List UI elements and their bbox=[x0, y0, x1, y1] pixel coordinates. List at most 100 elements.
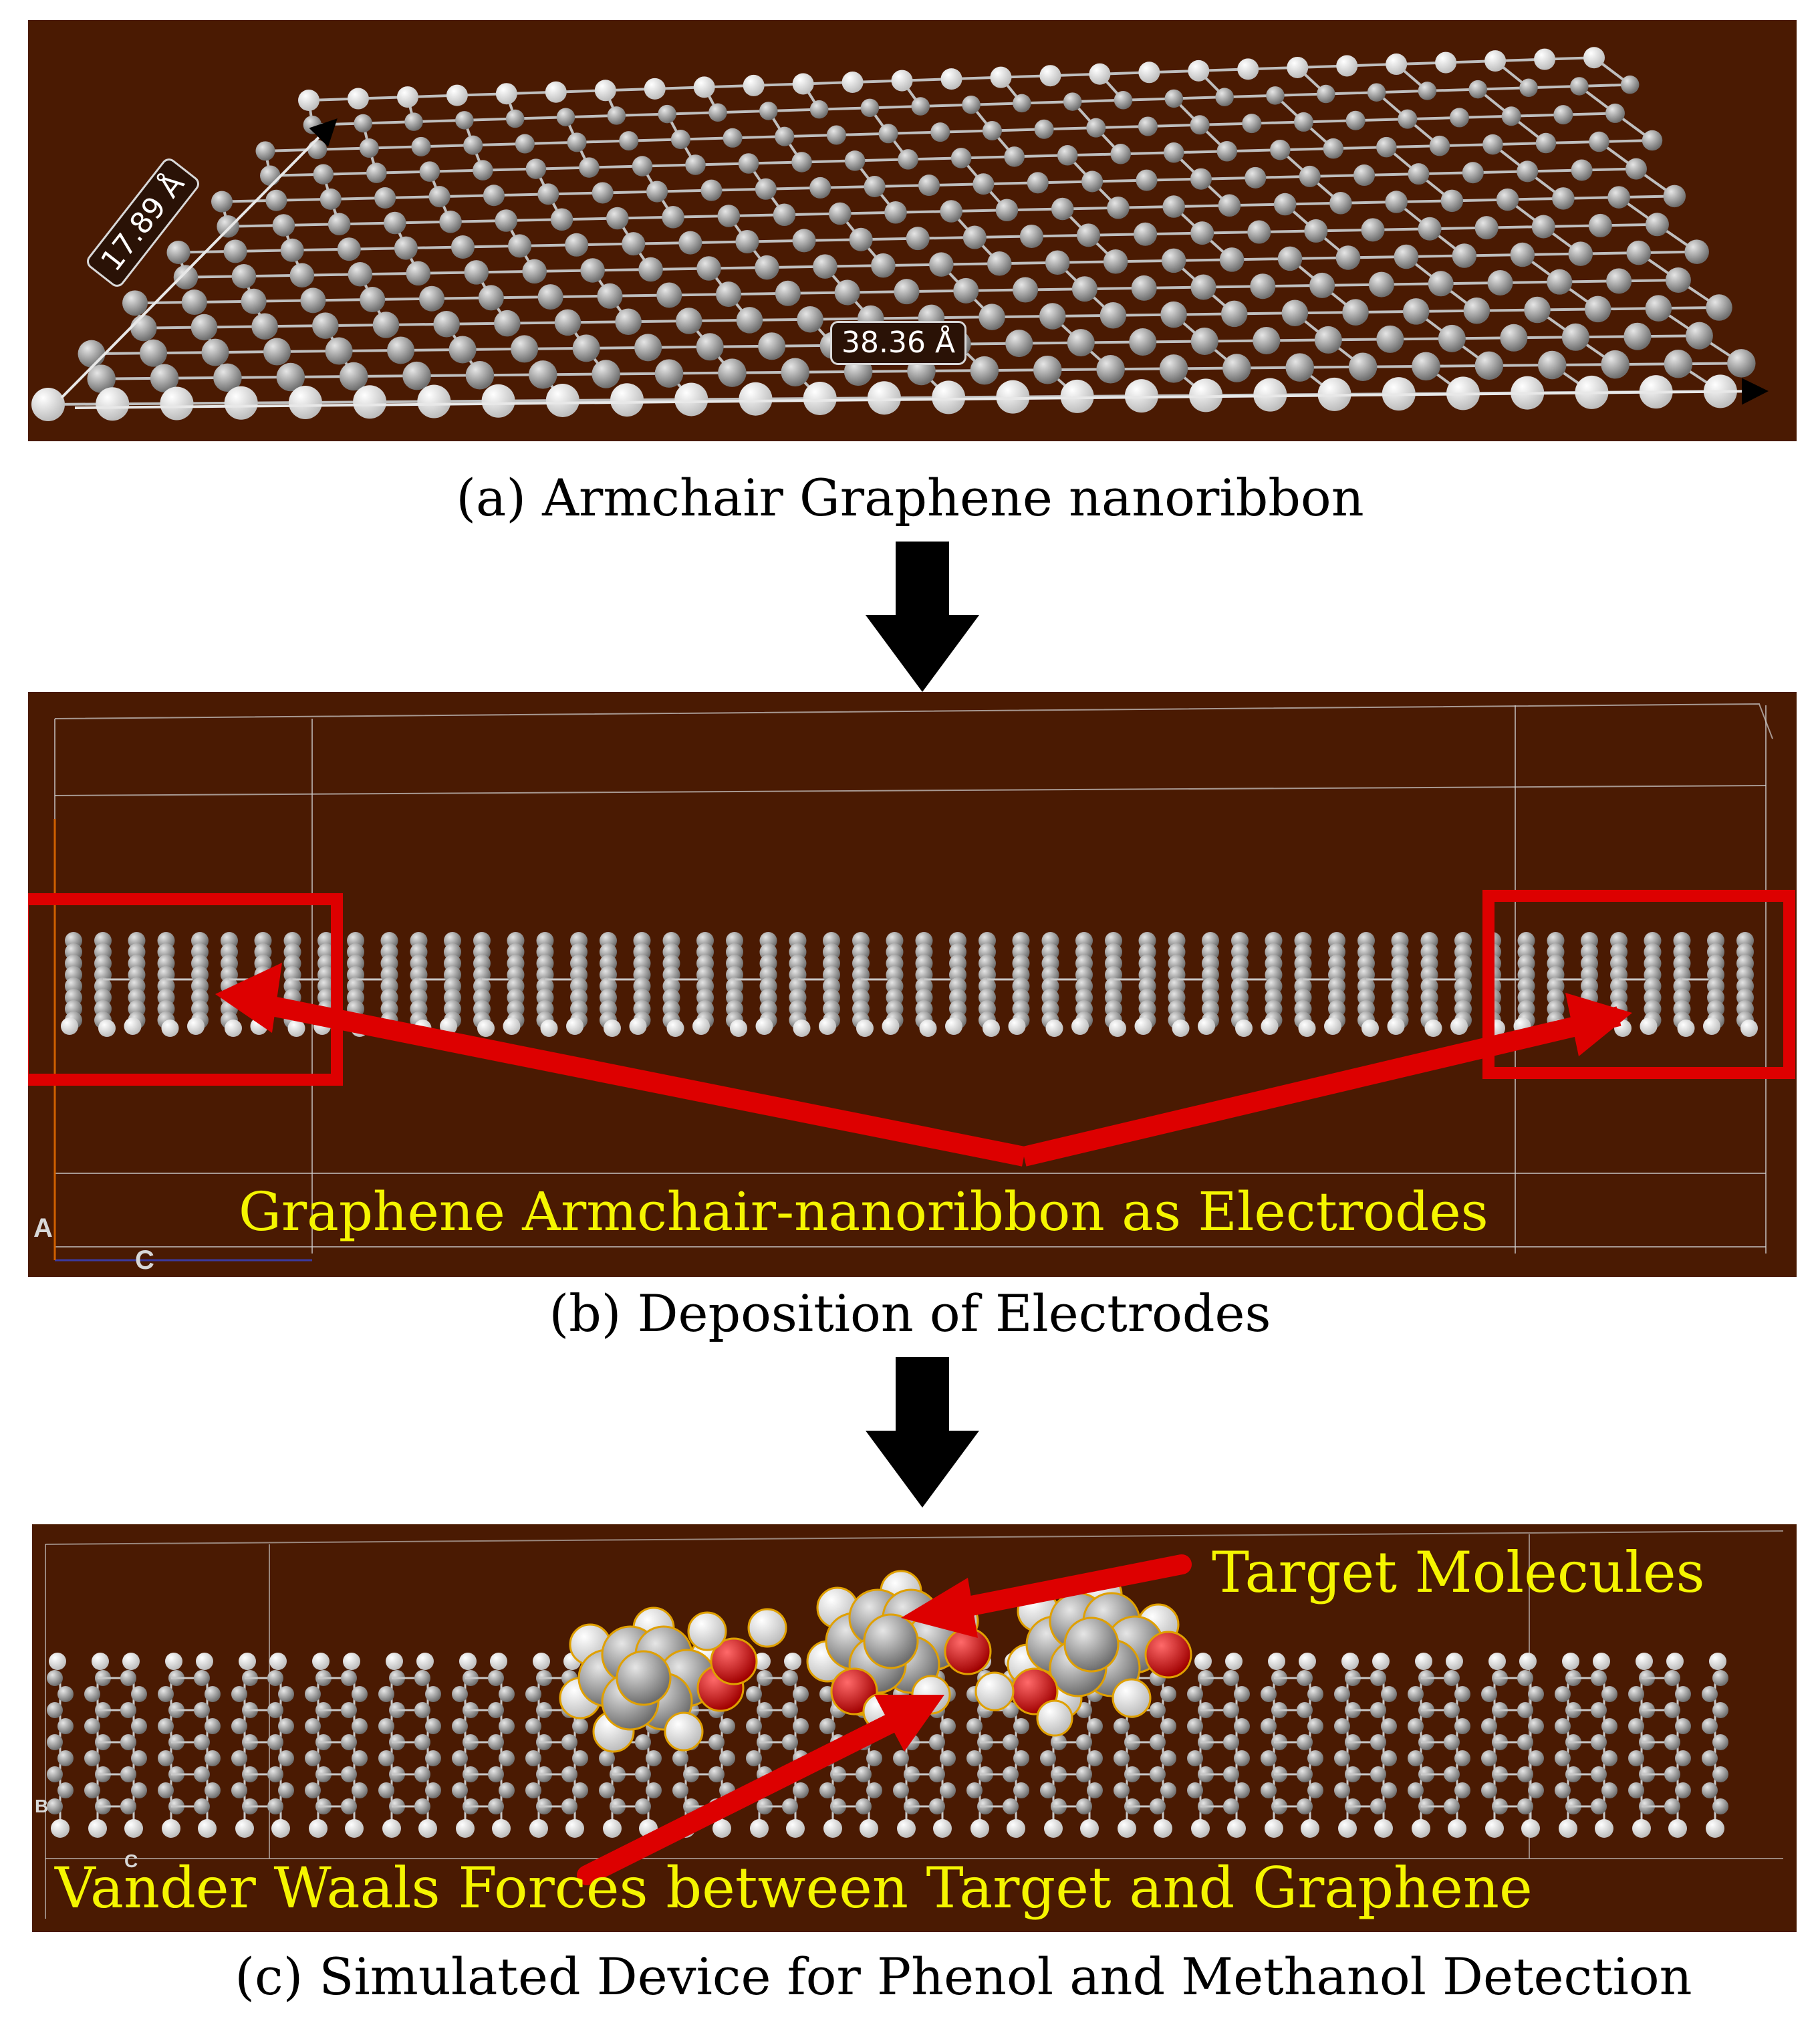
carbon-atom bbox=[84, 1750, 100, 1766]
carbon-atom bbox=[411, 136, 431, 156]
carbon-atom bbox=[970, 356, 999, 385]
carbon-atom bbox=[194, 1798, 210, 1814]
carbon-atom bbox=[1033, 355, 1062, 384]
hydrogen-atom bbox=[1372, 1653, 1390, 1670]
carbon-atom bbox=[1138, 116, 1158, 136]
carbon-atom bbox=[255, 141, 275, 161]
carbon-atom bbox=[1242, 114, 1262, 134]
carbon-atom bbox=[131, 1686, 147, 1702]
hydrogen-atom bbox=[477, 1020, 495, 1037]
carbon-atom bbox=[1218, 194, 1241, 217]
hydrogen-atom bbox=[1268, 1653, 1285, 1670]
carbon-atom bbox=[1261, 1750, 1277, 1766]
carbon-atom bbox=[580, 258, 605, 283]
carbon-atom bbox=[962, 95, 981, 114]
carbon-atom bbox=[809, 176, 831, 199]
carbon-atom bbox=[1601, 1718, 1617, 1734]
carbon-atom bbox=[1645, 213, 1669, 237]
carbon-atom bbox=[1607, 186, 1630, 209]
hydrogen-atom bbox=[492, 1819, 511, 1838]
carbon-atom bbox=[719, 1750, 735, 1766]
hydrogen-atom bbox=[1361, 1020, 1379, 1037]
hydrogen-atom bbox=[345, 1819, 364, 1838]
hydrogen-atom bbox=[1071, 1018, 1089, 1035]
molecule-hydrogen-atom bbox=[1036, 1699, 1073, 1737]
carbon-atom bbox=[592, 360, 620, 388]
carbon-atom bbox=[452, 1782, 468, 1798]
carbon-atom bbox=[1444, 1702, 1460, 1718]
carbon-atom bbox=[1418, 82, 1437, 100]
carbon-atom bbox=[579, 157, 600, 178]
carbon-atom bbox=[1057, 145, 1078, 166]
carbon-atom bbox=[1129, 328, 1157, 356]
hydrogen-atom bbox=[540, 1020, 558, 1037]
hydrogen-atom bbox=[1593, 1653, 1610, 1670]
hydrogen-atom bbox=[1448, 1819, 1466, 1838]
carbon-atom bbox=[1712, 1766, 1728, 1782]
carbon-atom bbox=[793, 1686, 809, 1702]
hydrogen-atom bbox=[1080, 1819, 1099, 1838]
carbon-atom bbox=[792, 229, 816, 253]
carbon-atom bbox=[150, 364, 179, 392]
carbon-atom bbox=[1220, 300, 1248, 328]
carbon-atom bbox=[962, 225, 987, 249]
carbon-atom bbox=[1342, 299, 1369, 326]
carbon-atom bbox=[374, 187, 396, 209]
hydrogen-atom bbox=[919, 1020, 937, 1037]
carbon-atom bbox=[1099, 302, 1127, 329]
carbon-atom bbox=[1712, 1734, 1728, 1750]
hydrogen-atom bbox=[1060, 379, 1094, 413]
carbon-atom bbox=[1187, 1686, 1203, 1702]
molecule-oxygen-atom bbox=[710, 1637, 758, 1685]
hydrogen-atom bbox=[495, 83, 517, 105]
hydrogen-atom bbox=[533, 1653, 550, 1670]
hydrogen-atom bbox=[124, 1819, 143, 1838]
carbon-atom bbox=[1444, 1798, 1460, 1814]
hydrogen-atom bbox=[1089, 63, 1111, 85]
carbon-atom bbox=[635, 1766, 651, 1782]
carbon-atom bbox=[305, 1782, 321, 1798]
carbon-atom bbox=[278, 1686, 294, 1702]
carbon-atom bbox=[1110, 144, 1131, 164]
target-molecules-label: Target Molecules bbox=[1212, 1540, 1705, 1605]
hydrogen-atom bbox=[712, 1819, 731, 1838]
hydrogen-atom bbox=[1299, 1653, 1316, 1670]
carbon-atom bbox=[158, 1782, 174, 1798]
hydrogen-atom bbox=[225, 1020, 242, 1037]
carbon-atom bbox=[205, 1718, 221, 1734]
carbon-atom bbox=[866, 1782, 882, 1798]
carbon-atom bbox=[1444, 1766, 1460, 1782]
carbon-atom bbox=[525, 158, 547, 179]
carbon-atom bbox=[130, 314, 157, 342]
arrow-head-right bbox=[1565, 993, 1632, 1056]
hydrogen-atom bbox=[1044, 1819, 1063, 1838]
hydrogen-atom bbox=[187, 1018, 205, 1035]
hydrogen-atom bbox=[309, 1819, 328, 1838]
carbon-atom bbox=[1555, 1750, 1571, 1766]
carbon-atom bbox=[57, 1718, 74, 1734]
carbon-atom bbox=[511, 335, 539, 363]
carbon-atom bbox=[488, 1766, 504, 1782]
carbon-atom bbox=[272, 214, 295, 237]
right-electrode-box bbox=[1482, 890, 1795, 1079]
carbon-atom bbox=[940, 1782, 956, 1798]
carbon-atom bbox=[488, 1734, 504, 1750]
carbon-atom bbox=[1297, 1734, 1313, 1750]
carbon-atom bbox=[120, 1798, 136, 1814]
carbon-atom bbox=[425, 1750, 441, 1766]
hydrogen-atom bbox=[1488, 1653, 1506, 1670]
carbon-atom bbox=[158, 1686, 174, 1702]
carbon-atom bbox=[1418, 217, 1442, 241]
carbon-atom bbox=[267, 1798, 283, 1814]
carbon-atom bbox=[1304, 219, 1328, 243]
carbon-atom bbox=[849, 227, 873, 251]
carbon-atom bbox=[84, 1782, 100, 1798]
hydrogen-atom bbox=[1298, 1020, 1316, 1037]
axis-label-c-2: C bbox=[124, 1851, 138, 1871]
carbon-atom bbox=[263, 338, 291, 366]
carbon-atom bbox=[387, 336, 415, 364]
carbon-atom bbox=[1555, 1718, 1571, 1734]
hydrogen-atom bbox=[860, 1819, 878, 1838]
carbon-atom bbox=[463, 135, 483, 155]
hydrogen-atom bbox=[545, 383, 579, 417]
